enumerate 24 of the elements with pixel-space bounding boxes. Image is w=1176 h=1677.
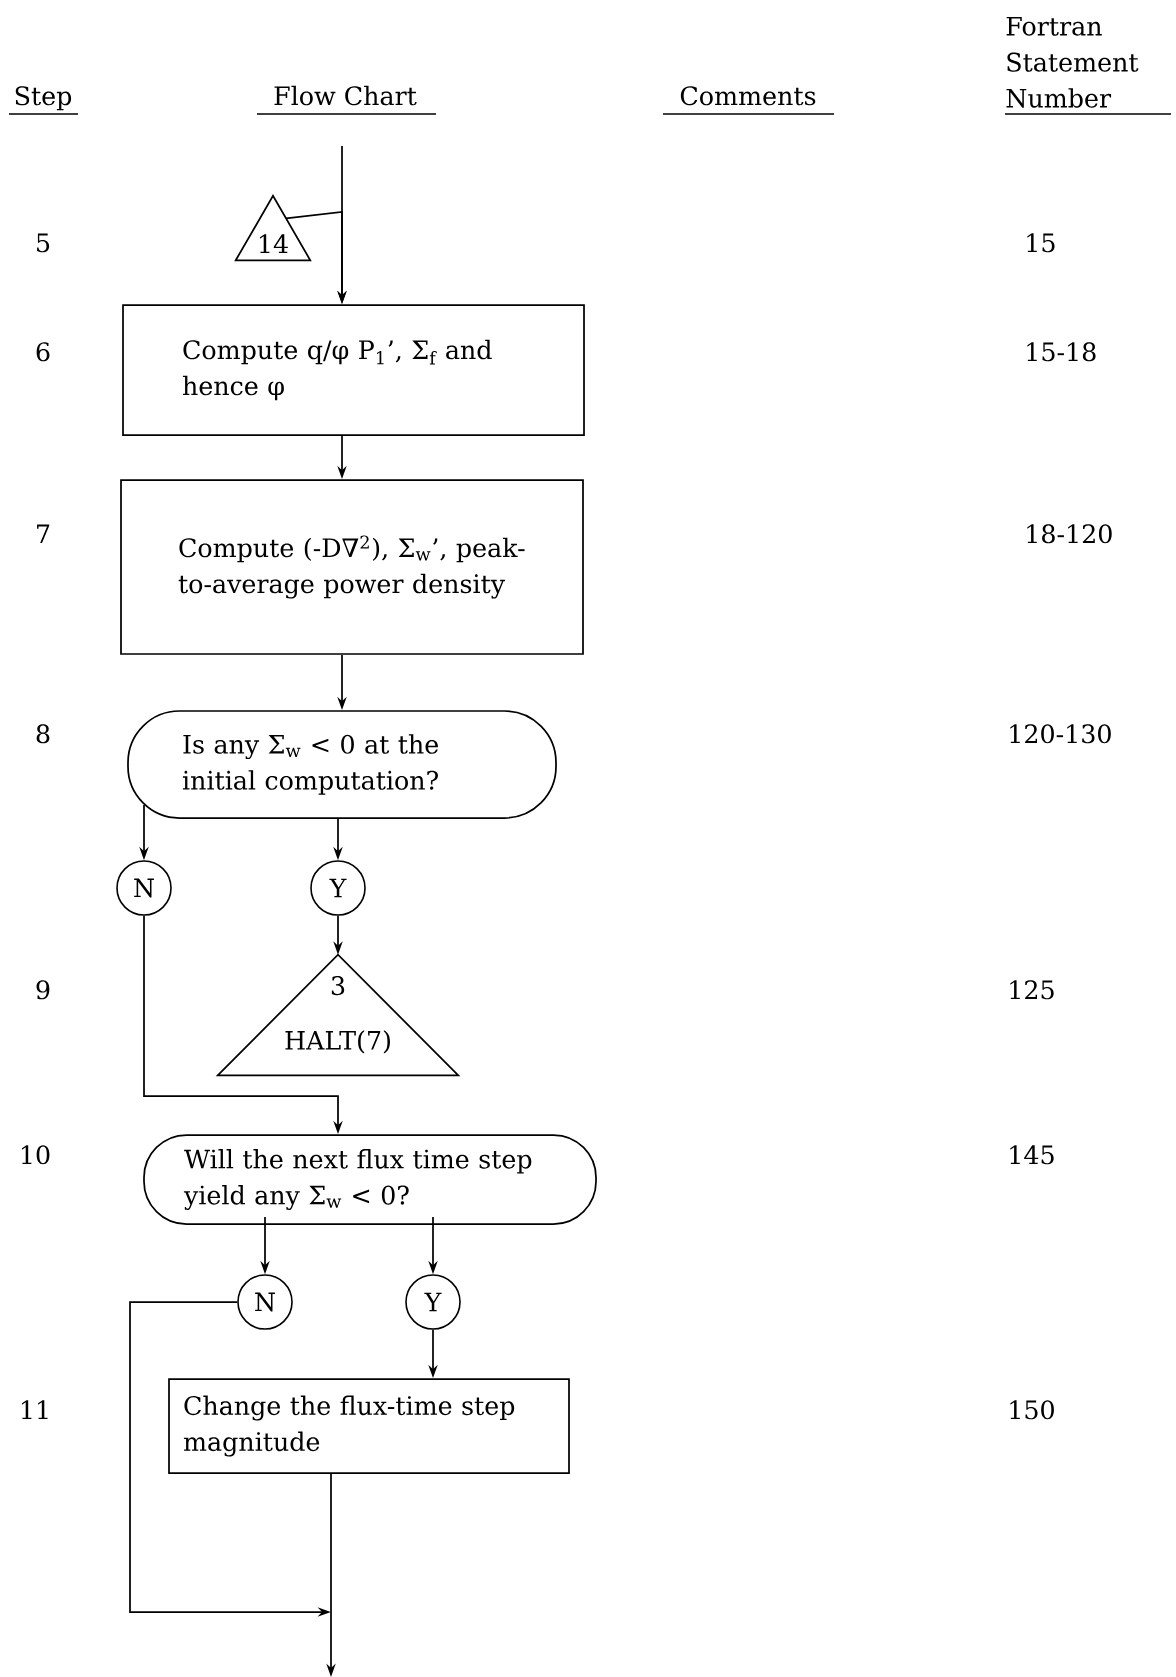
process-box: Change the flux-time step magnitude	[168, 1378, 570, 1474]
statement-number: 18-120	[1027, 524, 1112, 544]
step-number: 8	[36, 724, 50, 744]
connector-triangle: 14	[234, 194, 312, 262]
statement-number: 15	[1027, 233, 1055, 253]
step-number: 10	[22, 1145, 50, 1165]
column-header: Comments	[680, 86, 816, 106]
step-number: 6	[36, 342, 50, 362]
decision-box: Will the next flux time step yield any Σ$_{w}$ < 0?	[143, 1134, 597, 1225]
step-number: 5	[37, 233, 50, 253]
column-header: Flow Chart	[274, 85, 417, 106]
column-header: Fortran Statement Number	[1006, 16, 1139, 108]
statement-number: 125	[1010, 980, 1054, 1000]
statement-number: 15-18	[1027, 342, 1096, 362]
column-header: Step	[15, 86, 72, 111]
decision-box: Is any Σ$_{w}$ < 0 at the initial computation?	[127, 710, 557, 819]
process-box: Compute q/φ P$_{1}$’, Σ$_{f}$ and hence φ	[122, 304, 585, 436]
statement-number: 145	[1010, 1145, 1054, 1165]
process-box: Compute (-D∇$^{2}$), Σ$_{w}$’, peak-to-average power density	[120, 479, 584, 655]
statement-number: 150	[1010, 1400, 1054, 1420]
step-number: 11	[22, 1400, 48, 1419]
step-number: 7	[37, 524, 50, 543]
statement-number: 120-130	[1010, 724, 1111, 744]
step-number: 9	[36, 980, 50, 1000]
